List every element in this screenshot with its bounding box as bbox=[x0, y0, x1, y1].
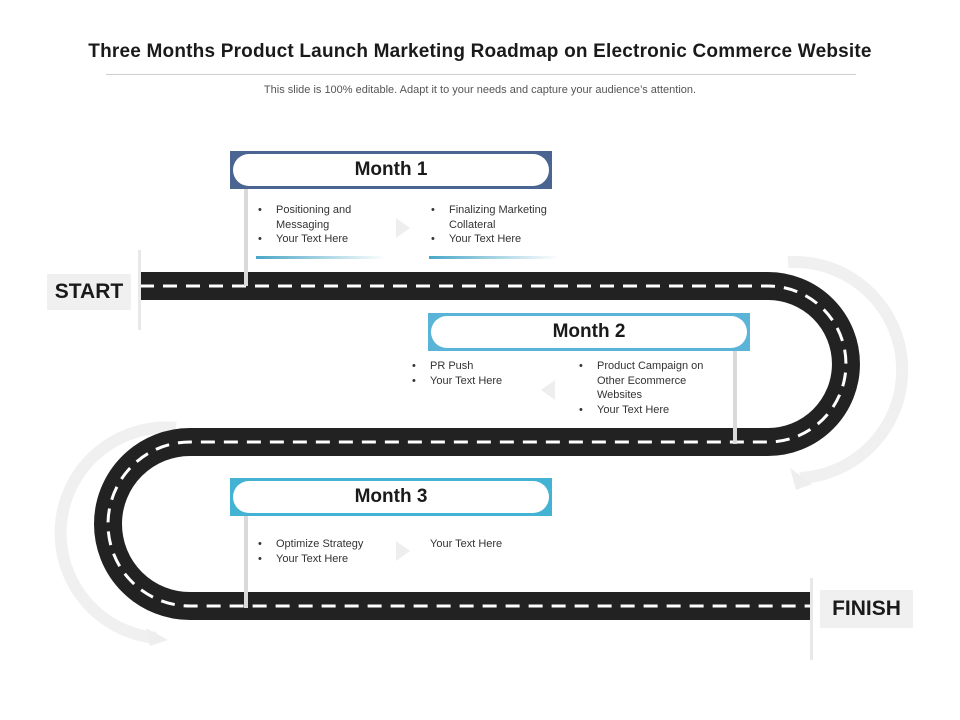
right-curve-arrow-head bbox=[790, 468, 812, 490]
month1-right-list: Finalizing Marketing Collateral Your Tex… bbox=[429, 203, 579, 247]
month3-label: Month 3 bbox=[233, 481, 549, 513]
title-divider bbox=[106, 74, 856, 75]
month3-chevron-icon bbox=[396, 541, 410, 561]
month2-left-list: PR Push Your Text Here bbox=[410, 359, 530, 388]
month2-chevron-icon bbox=[541, 380, 555, 400]
month1-right-underline bbox=[429, 256, 559, 259]
list-item: Your Text Here bbox=[256, 232, 396, 247]
list-item: Your Text Here bbox=[256, 552, 396, 567]
month1-stem bbox=[244, 186, 248, 286]
start-post bbox=[138, 250, 141, 330]
list-item: Your Text Here bbox=[429, 232, 579, 247]
left-curve-arrow-head bbox=[146, 628, 168, 646]
month1-header: Month 1 bbox=[230, 151, 552, 189]
month1-chevron-icon bbox=[396, 218, 410, 238]
month1-left-underline bbox=[256, 256, 386, 259]
road-lane-marking bbox=[106, 284, 848, 608]
month1-label: Month 1 bbox=[233, 154, 549, 186]
month2-right-list: Product Campaign on Other Ecommerce Webs… bbox=[577, 359, 732, 417]
list-item: Positioning and Messaging bbox=[256, 203, 396, 232]
month2-stem bbox=[733, 348, 737, 444]
list-item: PR Push bbox=[410, 359, 530, 374]
slide-subtitle: This slide is 100% editable. Adapt it to… bbox=[263, 84, 697, 96]
list-item: Your Text Here bbox=[410, 374, 530, 389]
slide-title: Three Months Product Launch Marketing Ro… bbox=[88, 41, 872, 62]
finish-post bbox=[810, 578, 813, 660]
list-item: Product Campaign on Other Ecommerce Webs… bbox=[577, 359, 732, 403]
right-curve-arrow-arc bbox=[787, 255, 909, 484]
month2-label: Month 2 bbox=[431, 316, 747, 348]
list-item: Finalizing Marketing Collateral bbox=[429, 203, 579, 232]
month3-header: Month 3 bbox=[230, 478, 552, 516]
finish-label: FINISH bbox=[820, 590, 913, 628]
start-label: START bbox=[47, 274, 131, 310]
month3-right-text: Your Text Here bbox=[430, 538, 503, 550]
month2-header: Month 2 bbox=[428, 313, 750, 351]
left-curve-arrow-arc bbox=[54, 421, 177, 644]
list-item: Your Text Here bbox=[577, 403, 732, 418]
month3-left-list: Optimize Strategy Your Text Here bbox=[256, 537, 396, 566]
list-item: Optimize Strategy bbox=[256, 537, 396, 552]
month1-left-list: Positioning and Messaging Your Text Here bbox=[256, 203, 396, 247]
month3-stem bbox=[244, 512, 248, 608]
